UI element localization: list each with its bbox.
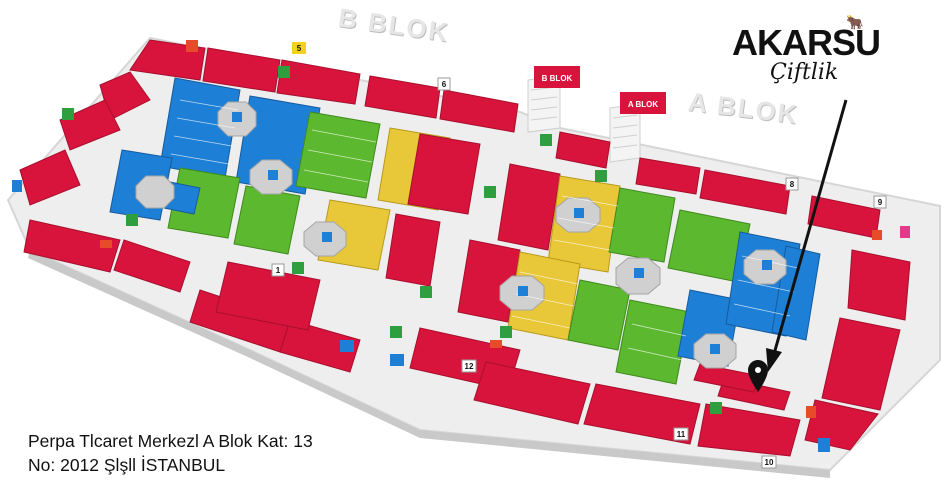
exit-icon bbox=[62, 108, 74, 120]
door-number: 8 bbox=[790, 180, 795, 189]
elevator-icon bbox=[634, 268, 644, 278]
door-number: 5 bbox=[297, 44, 302, 53]
logo-sub: Çiftlik bbox=[770, 60, 839, 85]
restroom-icon bbox=[12, 180, 22, 192]
location-pin-2012 bbox=[748, 360, 768, 392]
shop-ring-bottom bbox=[23, 219, 801, 457]
floor-plate-shadow bbox=[28, 250, 830, 478]
door-number: 11 bbox=[677, 430, 686, 439]
exit-icon bbox=[484, 186, 496, 198]
elevator-icon bbox=[574, 208, 584, 218]
pointer-arrowhead bbox=[766, 348, 782, 372]
restroom-icon bbox=[872, 230, 882, 240]
pointer-arrow bbox=[772, 99, 848, 355]
exit-icon bbox=[420, 286, 432, 298]
elevator-icon bbox=[390, 354, 404, 366]
address-caption: Perpa Tlcaret Merkezl A Blok Kat: 13 No:… bbox=[28, 429, 313, 477]
restroom-icon bbox=[100, 240, 112, 248]
restroom-icon bbox=[490, 340, 502, 348]
shop-ring-top bbox=[19, 39, 519, 206]
door-number: 9 bbox=[878, 198, 883, 207]
elevator-icon bbox=[340, 340, 354, 352]
elevator-icon bbox=[268, 170, 278, 180]
restroom-icon bbox=[900, 226, 910, 238]
elevator-icon bbox=[710, 344, 720, 354]
door-tags: 1 5 6 8 9 10 11 12 bbox=[271, 42, 887, 469]
door-number: 12 bbox=[465, 362, 474, 371]
exit-icon bbox=[126, 214, 138, 226]
exit-icon bbox=[292, 262, 304, 274]
caption-line-2: No: 2012 Şlşll İSTANBUL bbox=[28, 455, 226, 475]
stair-a-label: A BLOK bbox=[628, 100, 659, 109]
caption-line-1: Perpa Tlcaret Merkezl A Blok Kat: 13 bbox=[28, 431, 313, 451]
door-number: 1 bbox=[276, 266, 281, 275]
door-number: 6 bbox=[442, 80, 447, 89]
elevator-icon bbox=[518, 286, 528, 296]
logo-bull-icon: 🐂 bbox=[846, 14, 864, 30]
elevator-icon bbox=[762, 260, 772, 270]
restroom-icon bbox=[818, 438, 830, 452]
exit-icon bbox=[595, 170, 607, 182]
restroom-icon bbox=[186, 40, 198, 52]
exit-icon bbox=[500, 326, 512, 338]
shop-ring-right bbox=[804, 249, 911, 451]
akarsu-ciftlik-logo: AKARSU Çiftlik 🐂 bbox=[732, 14, 932, 94]
shop-ring-right-top bbox=[555, 131, 881, 239]
exit-icon bbox=[390, 326, 402, 338]
facility-icons bbox=[12, 40, 910, 452]
elevator-icon bbox=[232, 112, 242, 122]
logo-word: AKARSU bbox=[732, 22, 881, 63]
stair-b-label: B BLOK bbox=[542, 74, 573, 83]
door-number: 10 bbox=[765, 458, 774, 467]
elevator-icon bbox=[322, 232, 332, 242]
exit-icon bbox=[710, 402, 722, 414]
exit-icon bbox=[540, 134, 552, 146]
exit-icon bbox=[278, 66, 290, 78]
stairs-b-blok: B BLOK bbox=[527, 66, 580, 133]
restroom-icon bbox=[806, 406, 816, 418]
